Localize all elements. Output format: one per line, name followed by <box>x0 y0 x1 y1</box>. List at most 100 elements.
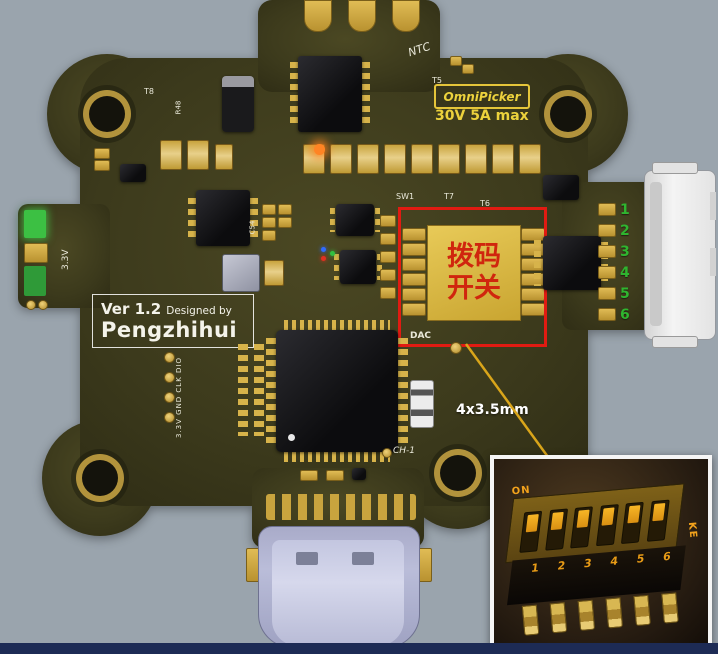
dip-pad <box>402 243 426 256</box>
via <box>164 392 175 403</box>
led-green-small <box>330 251 335 256</box>
version-label: Ver 1.2 <box>101 300 162 318</box>
capacitor <box>187 140 209 170</box>
ic-pins <box>601 242 608 284</box>
led-green <box>24 210 46 238</box>
connector-pad <box>598 287 616 300</box>
dip-slider <box>652 502 666 522</box>
capacitor <box>330 144 352 174</box>
right-ic-chip <box>543 236 601 290</box>
smd-pad <box>462 64 474 74</box>
led-blue <box>321 247 326 252</box>
dip-pin-number: 5 <box>635 551 646 566</box>
metal-component <box>222 254 260 292</box>
dip-on-label: ON <box>511 484 532 498</box>
ref-c54: C54 <box>248 220 257 235</box>
via <box>164 372 175 383</box>
mcu-pins-bottom <box>284 452 390 462</box>
smd-chip <box>352 468 366 480</box>
ic-pins <box>534 240 541 286</box>
dip-pin <box>633 594 651 627</box>
smd-pad <box>262 230 276 241</box>
pin-number: 4 <box>620 265 630 281</box>
pad-column <box>254 344 264 436</box>
mounting-hole-top-right <box>550 96 586 132</box>
status-led-orange <box>314 144 325 155</box>
pin-number: 6 <box>620 307 630 323</box>
via <box>26 300 36 310</box>
crystal-component <box>410 380 434 428</box>
smd-chip <box>340 250 376 284</box>
via <box>450 342 462 354</box>
pin-number: 1 <box>620 202 630 218</box>
smd-pad <box>94 160 110 171</box>
dip-pin <box>605 597 624 629</box>
capacitor <box>411 144 433 174</box>
capacitor <box>465 144 487 174</box>
ref-t7: T7 <box>444 192 454 201</box>
dip-pin-number: 3 <box>583 556 593 571</box>
dip-pin-number: 4 <box>609 554 619 569</box>
regulator-ic <box>196 190 250 246</box>
usb-leg <box>418 548 432 582</box>
dip-slot <box>595 504 619 547</box>
dip-slider <box>576 509 590 528</box>
smd-chip <box>543 175 579 200</box>
dip-side-label: KE <box>685 521 699 540</box>
dip-slider <box>627 505 641 524</box>
smd-pad <box>326 470 344 481</box>
ref-r48: R48 <box>174 100 183 115</box>
smd-pad <box>24 243 48 263</box>
capacitor <box>222 76 254 132</box>
bottom-pad-row <box>266 494 416 520</box>
dip-pin-number: 6 <box>662 549 672 564</box>
dip-slot <box>544 508 568 551</box>
smd-pad <box>380 287 396 299</box>
smd-chip <box>336 204 374 236</box>
connector-pad <box>598 245 616 258</box>
dip-slot <box>621 501 645 545</box>
dip-slider <box>525 514 539 533</box>
dimension-label: 4x3.5mm <box>456 402 529 418</box>
ic-pins <box>330 208 335 232</box>
dip-pin <box>661 592 679 624</box>
dip-pin <box>521 604 540 636</box>
ref-sw1: SW1 <box>396 192 415 201</box>
connector-pad <box>598 203 616 216</box>
dip-pad <box>402 288 426 301</box>
mounting-hole-top-left <box>89 96 125 132</box>
smd-pad <box>380 215 396 227</box>
voltage-rating-label: 30V 5A max <box>435 108 529 124</box>
smd-pad <box>300 470 318 481</box>
connector-pad <box>598 308 616 321</box>
ref-t6: T6 <box>480 199 490 208</box>
capacitor <box>384 144 406 174</box>
pin-number: 3 <box>620 244 630 260</box>
top-pad <box>392 0 420 32</box>
dip-slot <box>519 510 543 553</box>
ic-pins <box>250 198 258 238</box>
capacitor <box>438 144 460 174</box>
capacitor <box>492 144 514 174</box>
led-green-2 <box>24 266 46 296</box>
smd-pad <box>380 251 396 263</box>
pin-number: 5 <box>620 286 630 302</box>
capacitor <box>519 144 541 174</box>
dip-pad <box>402 273 426 286</box>
via <box>164 412 175 423</box>
connector-bump <box>710 248 716 276</box>
dip-switch-label-line2: 开关 <box>447 273 501 304</box>
connector-pad <box>598 266 616 279</box>
dip-pin <box>577 599 596 631</box>
dip-slot <box>570 506 594 549</box>
mcu-pins-left <box>266 338 276 444</box>
dip-slider <box>601 507 615 526</box>
ic-pins <box>377 254 382 280</box>
io-column-label: 3.3V GND CLK DIO <box>175 357 183 438</box>
connector-tab <box>652 162 698 174</box>
smd-pad <box>94 148 110 159</box>
led-red <box>321 256 326 261</box>
ic-pins <box>334 254 339 280</box>
